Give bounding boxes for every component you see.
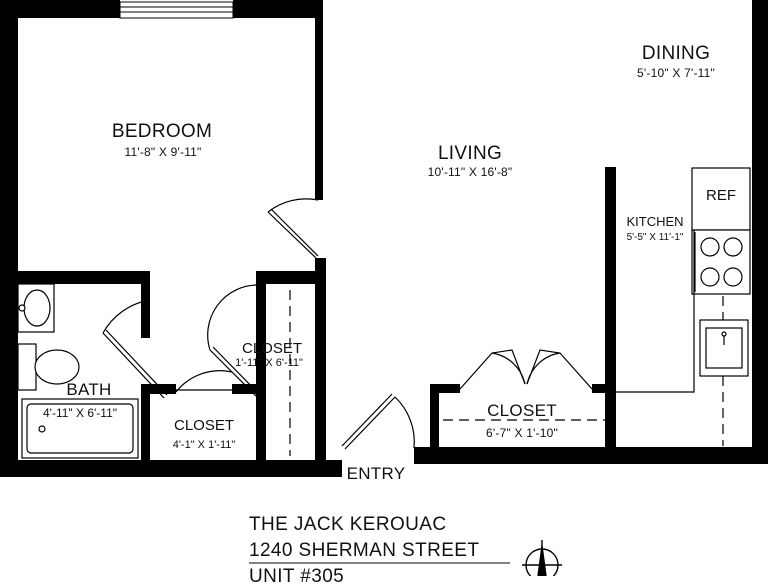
closet-bedroom-dims: 1'-11" X 6'-11" bbox=[235, 357, 303, 369]
closet-living-name: CLOSET bbox=[487, 401, 557, 420]
building-name: THE JACK KEROUAC bbox=[249, 514, 447, 535]
walls bbox=[0, 0, 768, 477]
bath-dims: 4'-11" X 6'-11" bbox=[42, 406, 118, 420]
door-swing-icon bbox=[102, 198, 593, 450]
closet-bedroom-name: CLOSET bbox=[241, 340, 303, 357]
ref-label: REF bbox=[706, 187, 736, 204]
closet-small-name: CLOSET bbox=[173, 417, 235, 434]
bedroom-dims: 11'-8" X 9'-11" bbox=[124, 145, 202, 159]
living-name: LIVING bbox=[437, 143, 503, 164]
closet-small-dims: 4'-1" X 1'-11" bbox=[172, 439, 236, 451]
closet-living-dims: 6'-7" X 1'-10" bbox=[486, 426, 558, 440]
sink-icon bbox=[17, 283, 55, 333]
north-arrow-icon bbox=[522, 540, 562, 576]
unit-number: UNIT #305 bbox=[249, 566, 345, 587]
bedroom-name: BEDROOM bbox=[111, 121, 213, 142]
dining-name: DINING bbox=[641, 43, 711, 64]
kitchen-name: KITCHEN bbox=[626, 214, 684, 229]
toilet-icon bbox=[17, 343, 80, 391]
living-dims: 10'-11" X 16'-8" bbox=[427, 165, 513, 179]
kitchen-sink-icon bbox=[699, 319, 749, 377]
bathtub-icon bbox=[21, 398, 139, 459]
dining-dims: 5'-10" X 7'-11" bbox=[637, 66, 715, 80]
bath-name: BATH bbox=[66, 380, 112, 399]
kitchen-dims: 5'-5" X 11'-1" bbox=[626, 232, 684, 243]
stove-icon bbox=[691, 229, 751, 295]
window-icon bbox=[119, 1, 234, 19]
building-address: 1240 SHERMAN STREET bbox=[249, 540, 480, 561]
entry-label: ENTRY bbox=[346, 464, 406, 483]
kitchen-counter bbox=[616, 230, 695, 393]
